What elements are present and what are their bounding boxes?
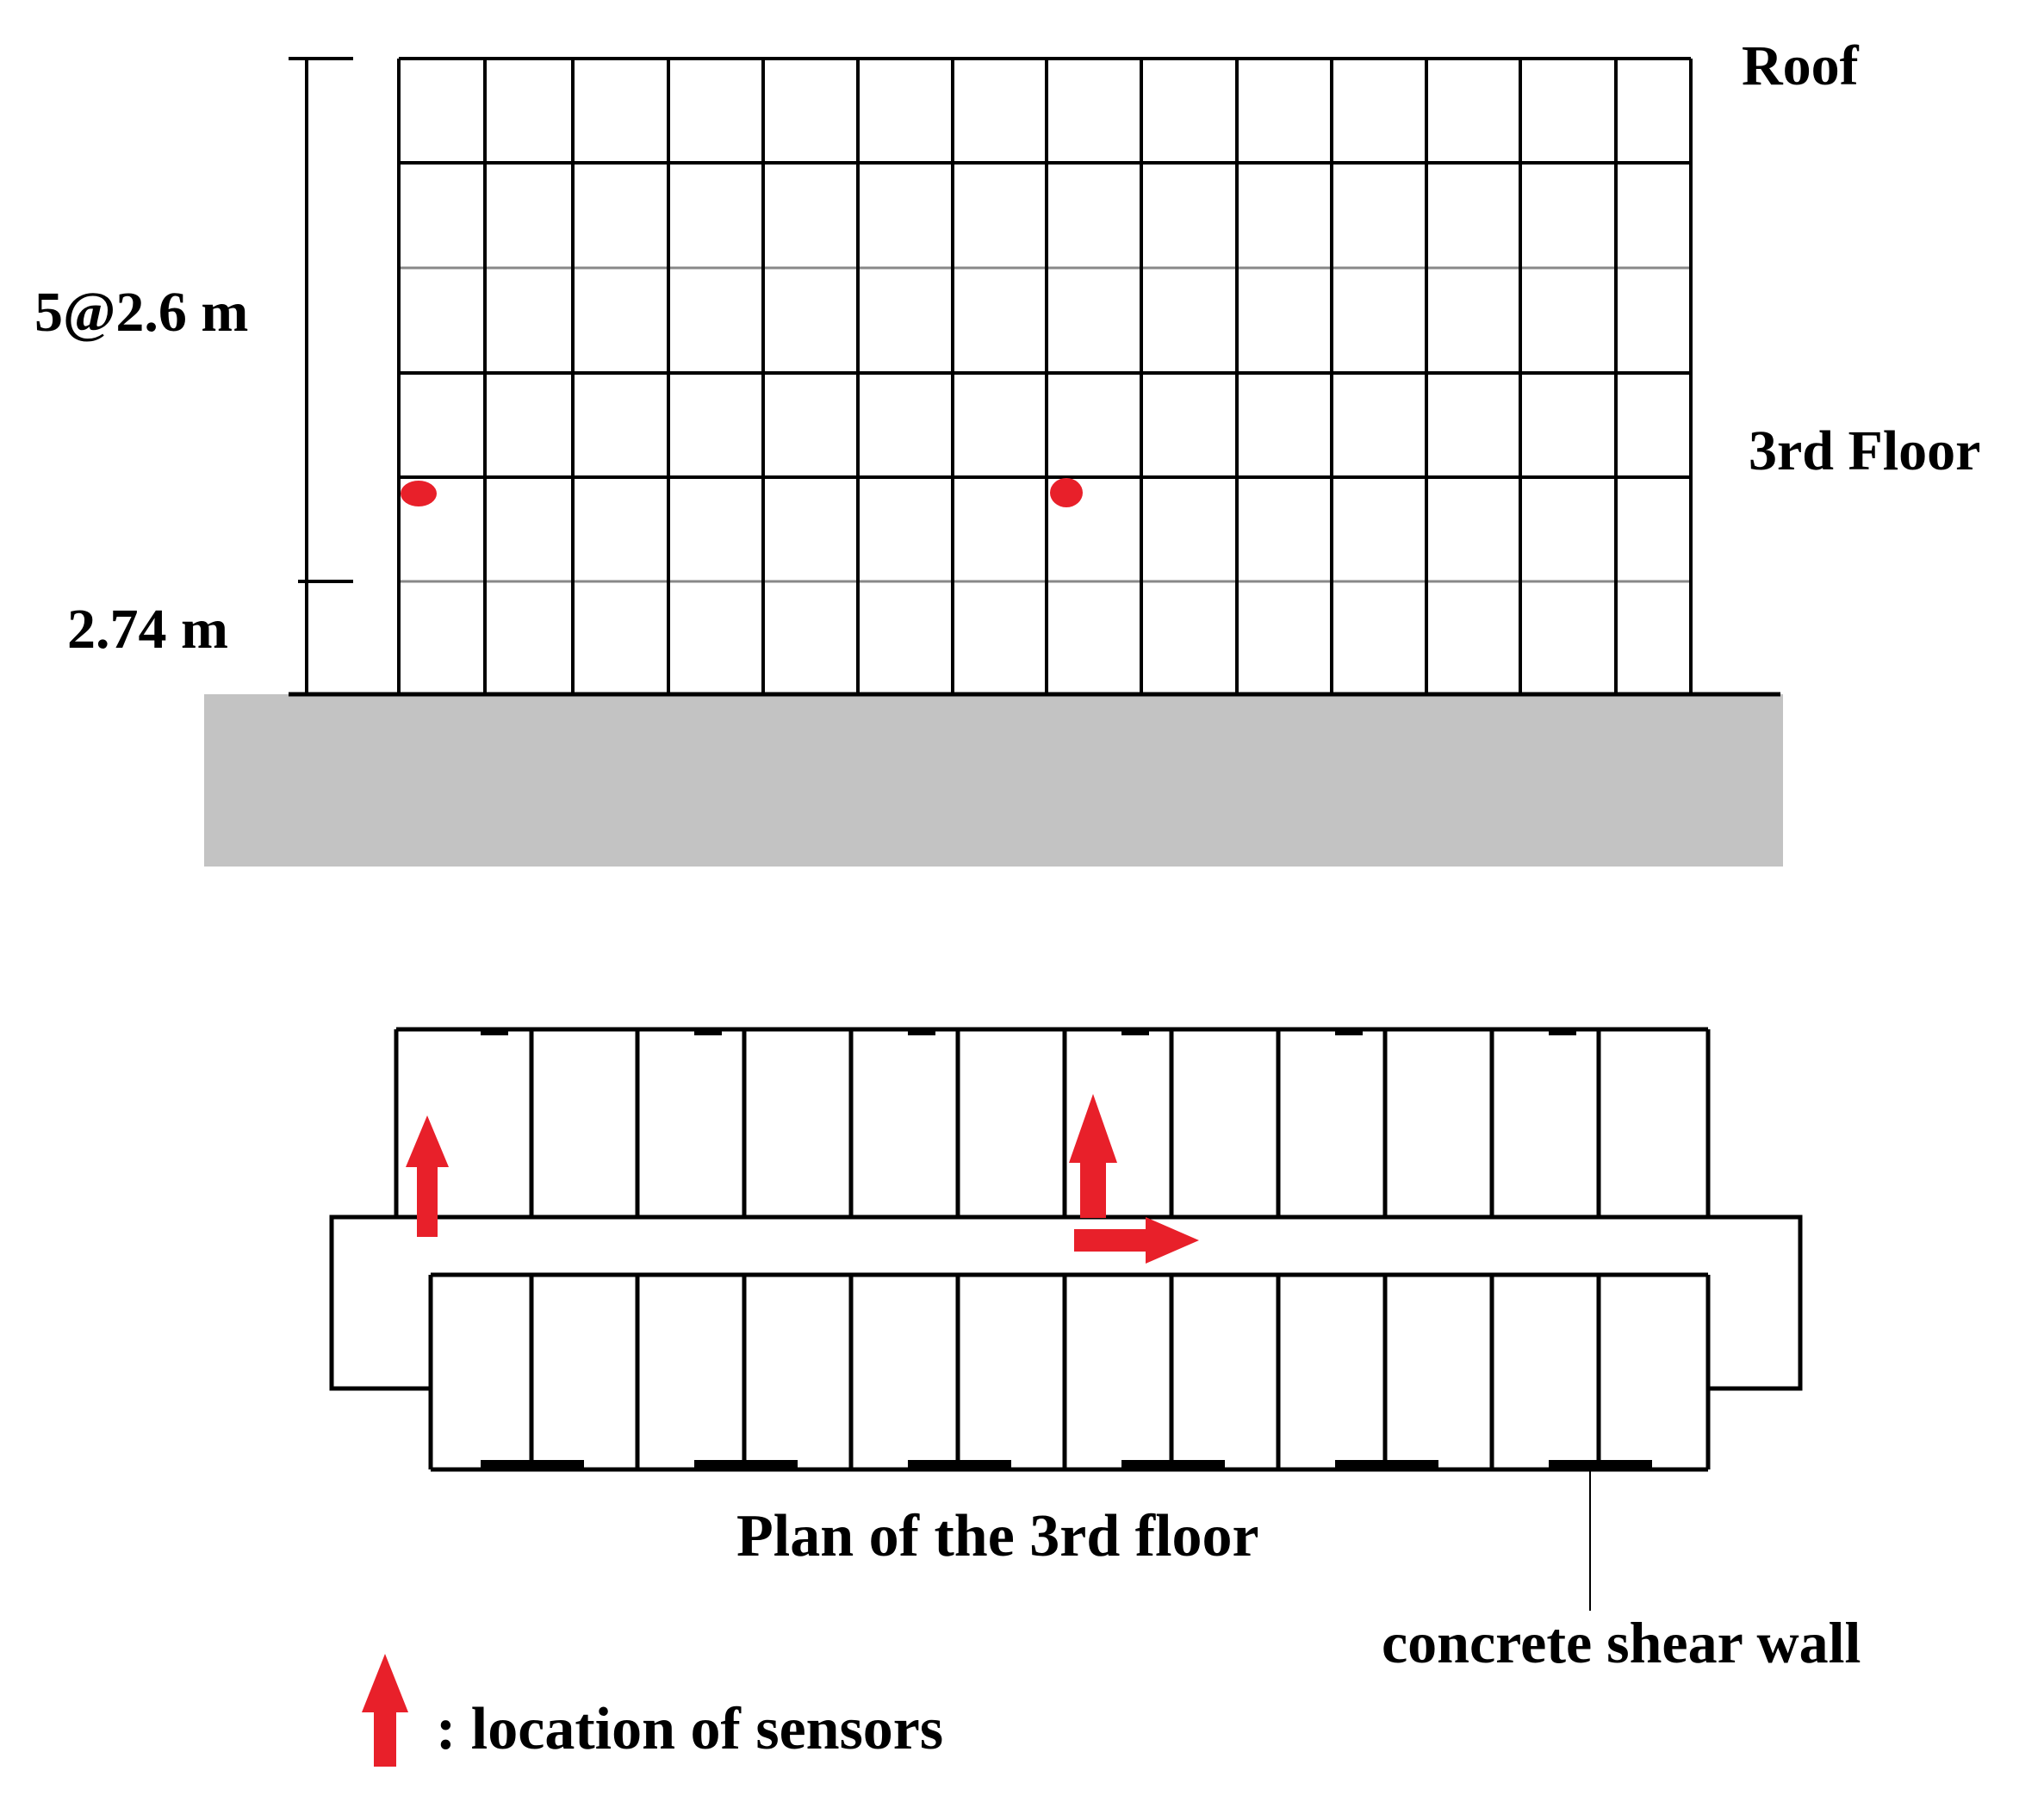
lower-dimension-label: 2.74 m <box>67 598 228 661</box>
shear-wall-label: concrete shear wall <box>1382 1610 1861 1675</box>
shear-wall-segments <box>481 1028 1652 1469</box>
roof-label: Roof <box>1742 34 1860 97</box>
third-floor-label: 3rd Floor <box>1749 419 1980 482</box>
plan-outline <box>329 1027 1803 1472</box>
elevation-frame <box>289 57 1780 697</box>
height-dimension-line <box>289 57 353 694</box>
sensor-arrow-left <box>406 1115 449 1237</box>
sensor-arrow-center-up <box>1069 1094 1117 1218</box>
sensor-dot-center <box>1050 478 1083 507</box>
elevation-view: Roof 3rd Floor 5@2.6 m 2.74 m <box>34 34 1980 867</box>
legend-sensor-arrow-icon <box>362 1654 408 1767</box>
legend-text: : location of sensors <box>436 1696 943 1762</box>
floor-plan-view: Plan of the 3rd floor concrete shear wal… <box>329 1027 1861 1675</box>
ground-block <box>204 694 1783 867</box>
plan-title: Plan of the 3rd floor <box>736 1503 1259 1569</box>
sensor-dot-left <box>401 481 437 506</box>
upper-dimension-label: 5@2.6 m <box>34 281 248 344</box>
sensor-arrow-center-right <box>1074 1217 1199 1264</box>
legend: : location of sensors <box>362 1654 943 1767</box>
